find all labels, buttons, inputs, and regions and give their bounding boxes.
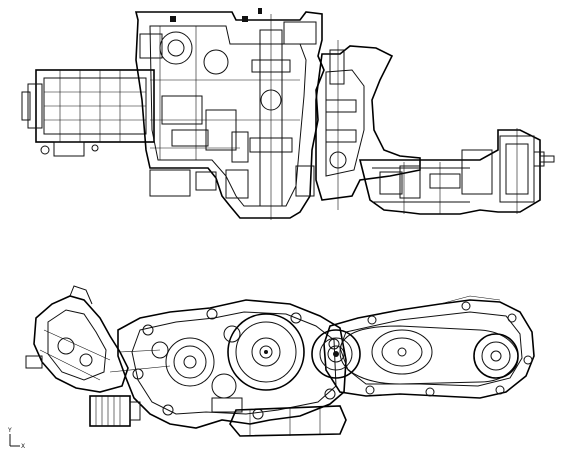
axis-y-label: Y — [7, 427, 12, 434]
cylinder-block — [21, 69, 155, 157]
main-case — [109, 299, 347, 429]
starter-motor — [89, 395, 141, 427]
axis-triad: Y X — [7, 427, 25, 450]
muffler — [229, 405, 347, 437]
crankcase — [134, 8, 325, 220]
engine-top-view — [21, 8, 555, 220]
axis-x-label: X — [21, 443, 25, 450]
clutch-housing — [315, 40, 421, 210]
drive-arm — [358, 128, 555, 215]
engine-side-view — [25, 285, 535, 437]
cylinder-head — [25, 285, 129, 393]
cvt-casing — [311, 295, 535, 399]
